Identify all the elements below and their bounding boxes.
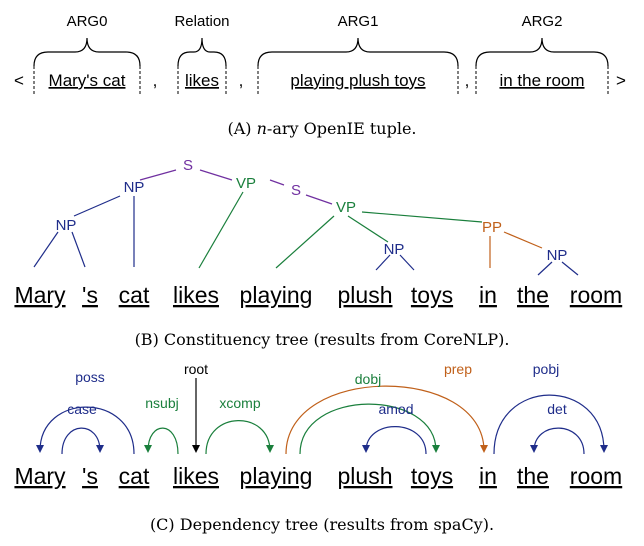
edge-vp-pp bbox=[361, 211, 483, 223]
edge-vp-np bbox=[347, 215, 389, 243]
arc-amod bbox=[362, 426, 427, 455]
node-s: S bbox=[183, 157, 193, 174]
caption-c: (C) Dependency tree (results from spaCy)… bbox=[150, 515, 494, 534]
node-vp: VP bbox=[236, 175, 256, 192]
edge-s-vp bbox=[199, 169, 233, 181]
edge-np-the bbox=[537, 261, 553, 276]
arc-label-nsubj: nsubj bbox=[145, 395, 178, 411]
edge-np-np bbox=[73, 195, 121, 217]
arc-case bbox=[61, 427, 104, 455]
token: 's bbox=[82, 282, 98, 308]
token: playing bbox=[240, 463, 313, 489]
token: cat bbox=[119, 282, 150, 308]
arc-label-pobj: pobj bbox=[533, 361, 559, 377]
arc-dobj bbox=[299, 403, 440, 455]
arc-det bbox=[530, 427, 585, 455]
edge-pp-np bbox=[503, 231, 543, 249]
panel-b-constituency-tree: S NP VP S VP NP NP PP NP Mary 's cat lik… bbox=[14, 157, 622, 349]
token: plush bbox=[338, 463, 393, 489]
token: room bbox=[570, 463, 622, 489]
node-np: NP bbox=[384, 241, 405, 258]
brace-arg1 bbox=[257, 37, 459, 67]
edge-s-np bbox=[139, 169, 177, 181]
separator: , bbox=[465, 71, 470, 90]
edge-vp-likes bbox=[198, 191, 244, 269]
node-np: NP bbox=[56, 217, 77, 234]
arc-label-poss: poss bbox=[75, 369, 105, 385]
brace-arg0 bbox=[33, 37, 141, 67]
node-np: NP bbox=[547, 247, 568, 264]
token: likes bbox=[173, 282, 219, 308]
close-angle-bracket: > bbox=[616, 71, 626, 90]
edge-s-vp2 bbox=[305, 194, 333, 205]
separator: , bbox=[239, 71, 244, 90]
role-label-arg2: ARG2 bbox=[522, 13, 563, 30]
token: plush bbox=[338, 282, 393, 308]
token: room bbox=[570, 282, 622, 308]
token: in bbox=[479, 282, 497, 308]
brace-relation bbox=[177, 37, 227, 67]
arg0-text: Mary's cat bbox=[49, 71, 126, 90]
arc-label-amod: amod bbox=[378, 401, 413, 417]
edge-np-s bbox=[71, 231, 86, 268]
arg2-text: in the room bbox=[499, 71, 584, 90]
edge-np-room bbox=[561, 261, 579, 276]
token: in bbox=[479, 463, 497, 489]
separator: , bbox=[153, 71, 158, 90]
arc-label-dobj: dobj bbox=[355, 371, 381, 387]
token: toys bbox=[411, 282, 453, 308]
panel-a-openie-tuple: ARG0 Relation ARG1 ARG2 < Mary's cat , l… bbox=[14, 13, 626, 138]
node-np: NP bbox=[124, 179, 145, 196]
arc-prep bbox=[285, 385, 488, 455]
open-angle-bracket: < bbox=[14, 71, 24, 90]
edge-vp-s bbox=[269, 179, 285, 186]
role-label-arg0: ARG0 bbox=[67, 13, 108, 30]
node-pp: PP bbox=[482, 219, 502, 236]
node-s: S bbox=[291, 182, 301, 199]
token: the bbox=[517, 282, 549, 308]
edge-np-plush bbox=[375, 254, 391, 271]
arc-label-det: det bbox=[547, 401, 567, 417]
token: likes bbox=[173, 463, 219, 489]
arc-label-root: root bbox=[184, 361, 208, 377]
arc-label-prep: prep bbox=[444, 361, 472, 377]
role-label-arg1: ARG1 bbox=[338, 13, 379, 30]
edge-np-toys bbox=[399, 254, 415, 271]
brace-arg2 bbox=[475, 37, 609, 67]
role-label-relation: Relation bbox=[174, 13, 229, 30]
arc-label-xcomp: xcomp bbox=[219, 395, 260, 411]
token: the bbox=[517, 463, 549, 489]
panel-c-dependency-tree: poss case nsubj xcomp root dobj prep amo… bbox=[14, 361, 622, 534]
caption-b: (B) Constituency tree (results from Core… bbox=[135, 330, 510, 349]
token: Mary bbox=[14, 282, 66, 308]
token: 's bbox=[82, 463, 98, 489]
token: Mary bbox=[14, 463, 66, 489]
token: playing bbox=[240, 282, 313, 308]
arc-poss bbox=[36, 406, 135, 455]
arg1-text: playing plush toys bbox=[290, 71, 425, 90]
arc-xcomp bbox=[205, 420, 274, 455]
arc-label-case: case bbox=[67, 401, 97, 417]
edge-vp-playing bbox=[275, 215, 335, 269]
token: toys bbox=[411, 463, 453, 489]
edge-np-mary bbox=[33, 231, 59, 268]
relation-text: likes bbox=[185, 71, 219, 90]
token: cat bbox=[119, 463, 150, 489]
arc-pobj bbox=[493, 394, 608, 455]
node-vp: VP bbox=[336, 199, 356, 216]
caption-a: (A) n-ary OpenIE tuple. bbox=[227, 119, 416, 138]
arc-nsubj bbox=[144, 427, 179, 455]
